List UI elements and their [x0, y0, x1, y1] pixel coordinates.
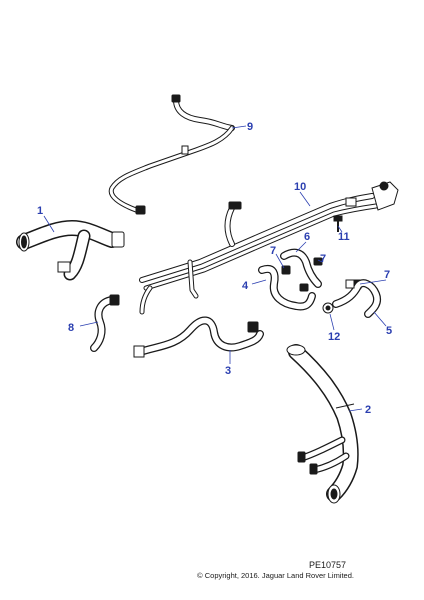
callout-1: 1 — [37, 205, 43, 217]
callout-8: 8 — [68, 322, 74, 334]
callout-7-right: 7 — [384, 269, 390, 281]
part-1-radiator-hose — [16, 220, 125, 281]
callout-5: 5 — [386, 325, 392, 337]
part-8-small-hose — [90, 294, 120, 352]
callout-10: 10 — [294, 181, 306, 193]
callout-2: 2 — [365, 404, 371, 416]
callout-7-left: 7 — [270, 245, 276, 257]
part-3-heater-hose — [133, 316, 264, 358]
callout-6: 6 — [304, 231, 310, 243]
part-10-coolant-tube — [139, 181, 399, 315]
part-6-hose — [280, 248, 322, 288]
callout-4: 4 — [242, 280, 249, 292]
copyright-notice: © Copyright, 2016. Jaguar Land Rover Lim… — [197, 571, 354, 580]
callout-3: 3 — [225, 365, 231, 377]
part-9-bypass-tube — [108, 94, 235, 215]
leader-lines — [43, 125, 387, 412]
part-2-lower-hose — [286, 344, 359, 504]
callout-9: 9 — [247, 121, 253, 133]
callout-11: 11 — [338, 231, 350, 243]
callout-12: 12 — [328, 331, 340, 343]
callout-labels: 1 2 3 4 5 6 7 7 7 8 9 10 11 12 — [37, 121, 392, 416]
part-12-clip — [322, 302, 334, 314]
part-5-hose — [332, 279, 381, 318]
diagram-reference: PE10757 — [308, 560, 346, 570]
part-4-hose — [258, 265, 316, 311]
callout-7-mid: 7 — [320, 253, 326, 265]
